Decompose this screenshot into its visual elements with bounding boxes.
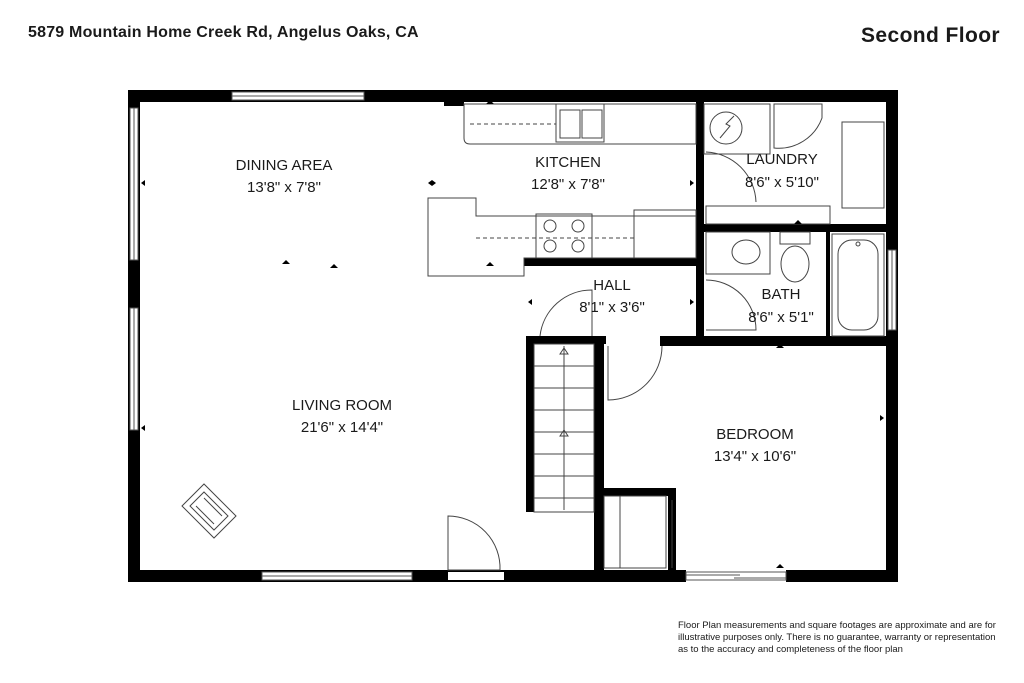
room-name-kitchen: KITCHEN (535, 154, 601, 171)
room-name-hall: HALL (593, 277, 631, 294)
room-name-laundry: LAUNDRY (746, 151, 817, 168)
windows (129, 91, 897, 581)
kitchen-fixtures (427, 103, 697, 277)
room-dims-laundry: 8'6" x 5'10" (745, 174, 819, 191)
room-name-bedroom: BEDROOM (716, 426, 794, 443)
room-dims-bedroom: 13'4" x 10'6" (714, 448, 796, 465)
floor-label: Second Floor (861, 24, 1000, 47)
disclaimer-line: as to the accuracy and completeness of t… (678, 644, 903, 655)
room-name-bath: BATH (762, 286, 801, 303)
disclaimer: Floor Plan measurements and square foota… (678, 620, 1008, 656)
room-dims-hall: 8'1" x 3'6" (579, 299, 645, 316)
room-labels: DINING AREA 13'8" x 7'8" KITCHEN 12'8" x… (236, 151, 819, 465)
room-name-living: LIVING ROOM (292, 397, 392, 414)
doors (447, 289, 673, 571)
stove-icon (181, 483, 237, 539)
disclaimer-line: Floor Plan measurements and square foota… (678, 620, 996, 631)
stairs (533, 343, 595, 513)
room-dims-living: 21'6" x 14'4" (301, 419, 383, 436)
room-dims-dining: 13'8" x 7'8" (247, 179, 321, 196)
disclaimer-line: illustrative purposes only. There is no … (678, 632, 996, 643)
interior-walls (444, 96, 892, 582)
measurement-markers (141, 100, 884, 568)
bath-fixtures (705, 231, 885, 337)
room-dims-bath: 8'6" x 5'1" (748, 309, 814, 326)
room-dims-kitchen: 12'8" x 7'8" (531, 176, 605, 193)
property-address: 5879 Mountain Home Creek Rd, Angelus Oak… (28, 24, 419, 41)
room-name-dining: DINING AREA (236, 157, 333, 174)
laundry-fixtures (703, 103, 885, 225)
